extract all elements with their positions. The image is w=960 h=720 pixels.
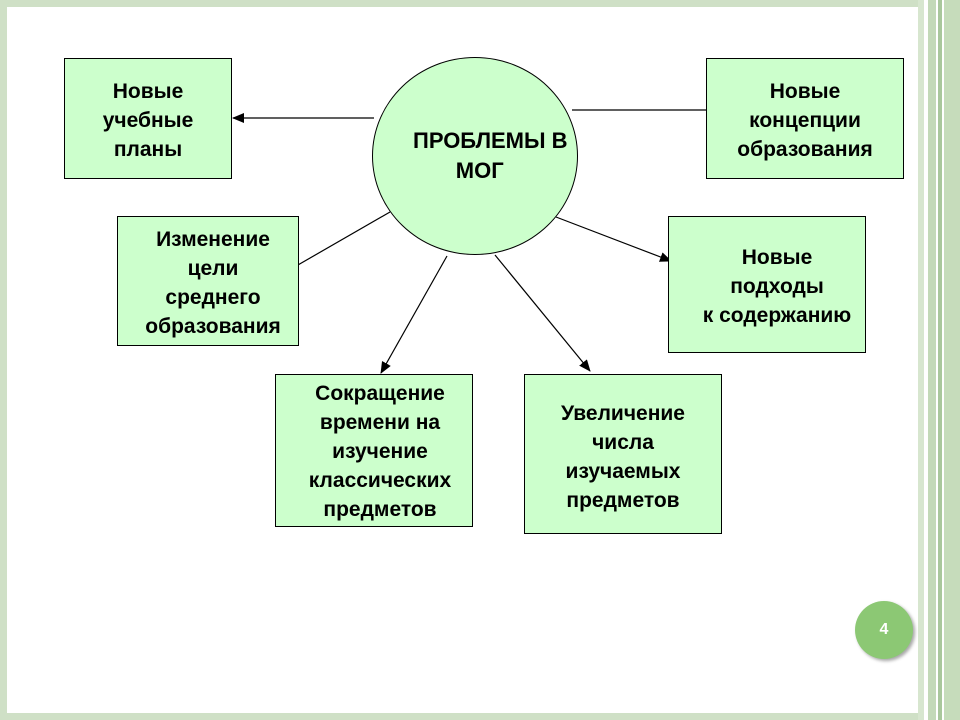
node-increase-label: Увеличение числа изучаемых предметов (561, 402, 685, 512)
arrow-to-reduction (380, 255, 448, 374)
node-new-approaches-label: Новые подходы к содержанию (702, 246, 852, 327)
node-new-concepts: Новые концепции образования (706, 58, 904, 179)
node-new-curricula-label: Новые учебные планы (102, 80, 194, 161)
page-number-badge: 4 (855, 601, 913, 659)
node-new-approaches: Новые подходы к содержанию (668, 216, 866, 353)
arrow-to-new-approaches (555, 216, 672, 262)
frame-top-border (0, 0, 922, 7)
node-goal-change: Изменение цели среднего образования (117, 216, 299, 346)
node-new-curricula: Новые учебные планы (64, 58, 232, 179)
arrow-to-increase (494, 254, 591, 372)
node-reduction: Сокращение времени на изучение классичес… (275, 374, 473, 527)
node-reduction-label: Сокращение времени на изучение классичес… (308, 382, 452, 521)
frame-left-border (0, 0, 7, 720)
center-node: ПРОБЛЕМЫ В МОГ (372, 57, 578, 255)
frame-bottom-border (0, 713, 922, 720)
frame-right-stripes (918, 0, 960, 720)
node-new-concepts-label: Новые концепции образования (737, 80, 873, 161)
node-increase: Увеличение числа изучаемых предметов (524, 374, 722, 534)
center-node-label: ПРОБЛЕМЫ В МОГ (413, 128, 568, 183)
node-goal-change-label: Изменение цели среднего образования (145, 228, 281, 338)
arrow-to-goal-change (283, 211, 391, 274)
